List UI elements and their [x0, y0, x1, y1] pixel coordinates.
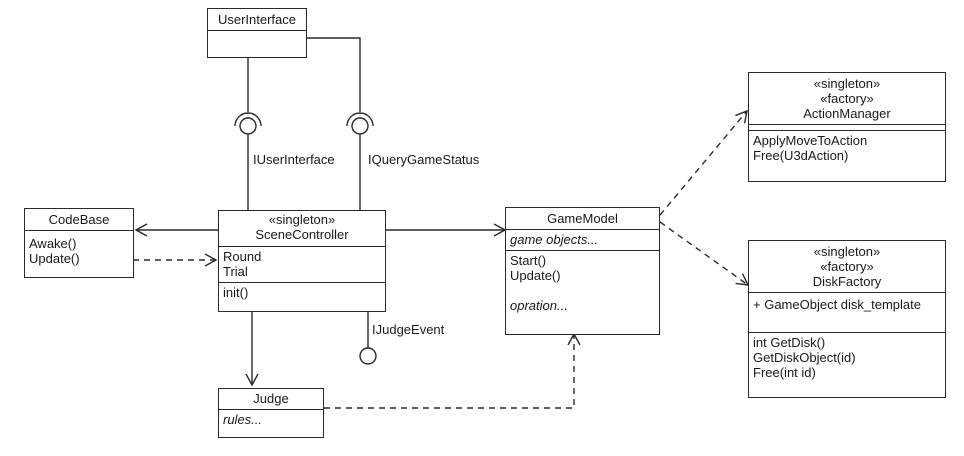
class-userinterface[interactable]: UserInterface — [207, 8, 307, 58]
class-attributes: game objects... — [506, 229, 659, 250]
class-stereotype: «singleton» — [813, 76, 881, 91]
label-ijudgeevent: IJudgeEvent — [372, 322, 445, 337]
class-stereotype: «singleton» — [813, 244, 881, 259]
class-attributes: + GameObject disk_template — [749, 292, 945, 332]
method: opration... — [510, 298, 568, 313]
class-attributes: Round Trial — [219, 246, 385, 282]
class-name: UserInterface — [217, 12, 297, 27]
iuserinterface-socket — [234, 112, 262, 127]
class-name: CodeBase — [48, 212, 110, 227]
attribute: Round — [223, 249, 262, 264]
method: init() — [223, 285, 249, 300]
class-methods: init() — [219, 282, 385, 303]
class-name: GameModel — [547, 211, 618, 226]
class-judge[interactable]: Judge rules... — [218, 388, 324, 438]
ui-to-iquerygamestatus-line — [306, 37, 361, 112]
gamemodel-to-actionmanager-dashed — [659, 109, 748, 216]
label-iuserinterface: IUserInterface — [253, 152, 335, 167]
class-stereotype: «factory» — [820, 91, 874, 106]
class-empty-section — [749, 124, 945, 130]
iquerygamestatus-ball — [351, 117, 369, 135]
label-iquerygamestatus: IQueryGameStatus — [368, 152, 480, 167]
class-attributes: rules... — [219, 409, 323, 430]
class-gamemodel[interactable]: GameModel game objects... Start() Update… — [505, 207, 660, 335]
method-spacer — [510, 283, 655, 298]
ijudgeevent-ball — [359, 347, 377, 365]
attribute: + GameObject disk_template — [753, 297, 921, 312]
class-header: «singleton» SceneController — [219, 211, 385, 246]
class-stereotype: «factory» — [820, 259, 874, 274]
gamemodel-to-diskfactory-dashed — [659, 221, 750, 286]
class-header: «singleton» «factory» ActionManager — [749, 73, 945, 124]
class-scenecontroller[interactable]: «singleton» SceneController Round Trial … — [218, 210, 386, 312]
class-methods: Awake() Update() — [25, 230, 133, 269]
class-actionmanager[interactable]: «singleton» «factory» ActionManager Appl… — [748, 72, 946, 182]
class-name: ActionManager — [803, 106, 891, 121]
method: Update() — [510, 268, 561, 283]
class-name: SceneController — [255, 227, 349, 242]
attribute: rules... — [223, 412, 263, 427]
class-methods: Start() Update() opration... — [506, 250, 659, 316]
method: GetDiskObject(id) — [753, 350, 856, 365]
method: Awake() — [29, 236, 77, 251]
class-name: DiskFactory — [812, 274, 882, 289]
class-diskfactory[interactable]: «singleton» «factory» DiskFactory + Game… — [748, 240, 946, 398]
class-methods: int GetDisk() GetDiskObject(id) Free(int… — [749, 332, 945, 383]
class-methods: ApplyMoveToAction Free(U3dAction) — [749, 130, 945, 166]
iquerygamestatus-socket — [346, 112, 374, 127]
iuserinterface-ball — [239, 117, 257, 135]
class-codebase[interactable]: CodeBase Awake() Update() — [24, 208, 134, 278]
method: Free(U3dAction) — [753, 148, 849, 163]
method: Start() — [510, 253, 547, 268]
class-name: Judge — [253, 391, 289, 406]
class-empty-section — [208, 30, 306, 57]
method: ApplyMoveToAction — [753, 133, 868, 148]
method: int GetDisk() — [753, 335, 826, 350]
attribute: game objects... — [510, 232, 599, 247]
class-header: «singleton» «factory» DiskFactory — [749, 241, 945, 292]
attribute: Trial — [223, 264, 248, 279]
class-stereotype: «singleton» — [268, 212, 336, 227]
method: Free(int id) — [753, 365, 816, 380]
judge-to-gamemodel-dashed — [324, 332, 581, 409]
method: Update() — [29, 251, 80, 266]
